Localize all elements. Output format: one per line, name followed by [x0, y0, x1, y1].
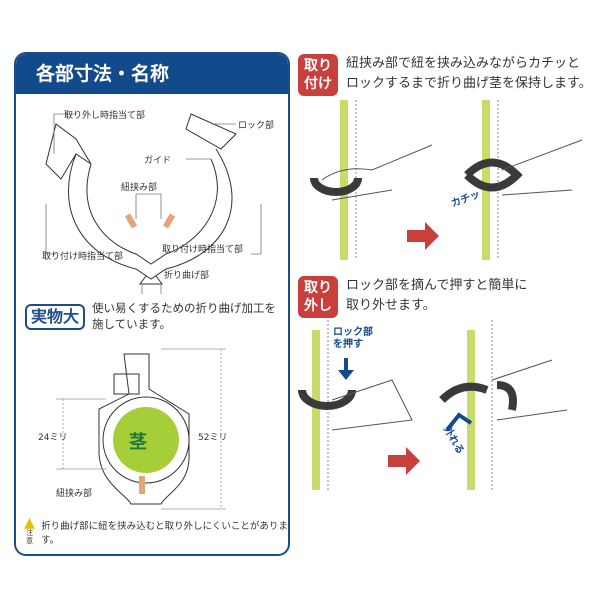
remove-line2: 取り外せます。: [346, 298, 436, 313]
release-arrow-icon: [445, 412, 473, 432]
press-line1: ロック部: [333, 327, 373, 338]
label-string-clamp: 紐挟み部: [121, 183, 158, 193]
desc-line1: 使い易くするための折り曲げ加工を: [92, 301, 276, 315]
label-removal-finger: 取り外し時指当て部: [64, 111, 146, 121]
arrow-right-icon: [407, 222, 439, 250]
remove-badge-line2: 外し: [304, 298, 332, 314]
desc-line2: 施しています。: [92, 317, 172, 331]
warning-icon: ▲注 意: [24, 515, 35, 545]
caution-note: ▲注 意 折り曲げ部に紐を挟み込むと取り外しにくいことがあります。: [22, 515, 288, 546]
attach-line1: 紐挟み部で紐を挟み込みながらカチッと: [346, 56, 581, 71]
press-label: ロック部 を押す: [333, 327, 373, 351]
label-guide: ガイド: [144, 156, 172, 166]
clip-open-diagram: [45, 113, 262, 294]
parts-panel: 各部寸法・名称 取り外し時指当て部 ロック部 ガイド 紐挟み部 取り付け時指当て…: [14, 52, 290, 556]
label-string-clamp-2: 紐挟み部: [56, 489, 93, 499]
actual-size-badge: 実物大: [25, 304, 86, 330]
attach-line2: ロックするまで折り曲げ茎を保持します。: [346, 76, 592, 91]
actual-size-diagram: [56, 348, 226, 510]
stem-circle: [113, 407, 179, 473]
caution-icon-label: 注 意: [26, 529, 34, 545]
actual-size-description: 使い易くするための折り曲げ加工を 施しています。: [92, 300, 276, 332]
press-line2: を押す: [333, 339, 363, 350]
attach-badge-line2: 付け: [304, 76, 332, 92]
remove-badge: 取り 外し: [298, 276, 338, 318]
attach-illustration: [310, 100, 583, 260]
label-lock: ロック部: [238, 121, 275, 131]
stem-label: 茎: [129, 432, 147, 453]
label-attach-finger-right: 取り付け時指当て部: [162, 245, 244, 255]
attach-badge-line1: 取り: [304, 58, 332, 74]
label-fold: 折り曲げ部: [164, 271, 210, 281]
remove-badge-line1: 取り: [304, 280, 332, 296]
remove-illustration: [298, 320, 568, 490]
panel-title: 各部寸法・名称: [16, 54, 288, 94]
caution-text: 折り曲げ部に紐を挟み込むと取り外しにくいことがあります。: [41, 521, 288, 546]
attach-text: 紐挟み部で紐を挟み込みながらカチッと ロックするまで折り曲げ茎を保持します。: [346, 54, 592, 94]
attach-badge: 取り 付け: [298, 54, 338, 96]
label-attach-finger-left: 取り付け時指当て部: [42, 252, 124, 262]
arrow-down-icon: [338, 358, 354, 380]
remove-line1: ロック部を摘んで押すと簡単に: [346, 278, 528, 293]
dim-total: 52ミリ: [198, 433, 228, 443]
arrow-right-icon-2: [388, 447, 420, 475]
dim-inner: 24ミリ: [38, 433, 68, 443]
remove-text: ロック部を摘んで押すと簡単に 取り外せます。: [346, 276, 527, 316]
